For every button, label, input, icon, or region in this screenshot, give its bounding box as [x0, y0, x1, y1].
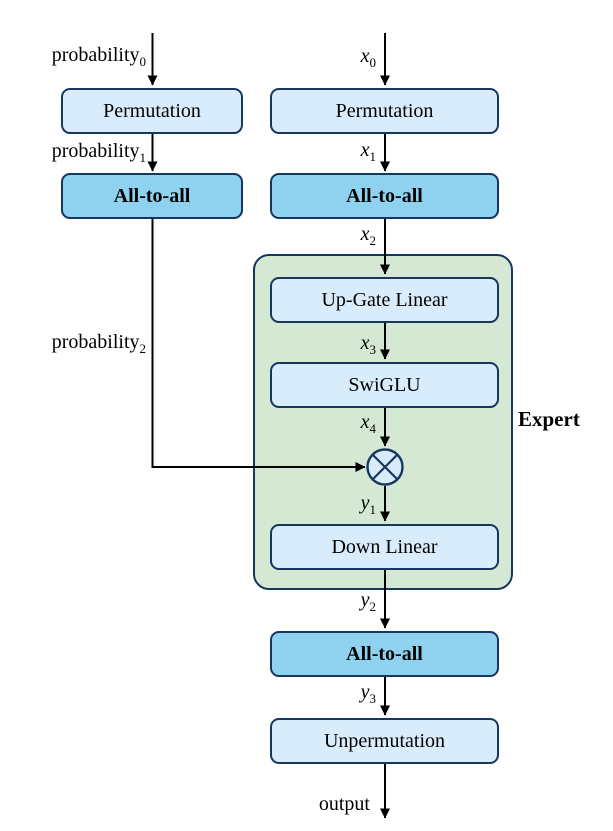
box-permutation-right: Permutation [270, 88, 499, 134]
box-unpermutation-label: Unpermutation [323, 729, 446, 752]
box-alltoall-right-bottom-label: All-to-all [346, 642, 423, 665]
label-y3: y3 [360, 681, 376, 706]
box-permutation-right-label: Permutation [335, 99, 434, 122]
box-alltoall-right-bottom: All-to-all [270, 631, 499, 677]
box-alltoall-right-top: All-to-all [270, 173, 499, 219]
box-down-linear: Down Linear [270, 524, 499, 570]
box-up-gate-linear: Up-Gate Linear [270, 277, 499, 323]
label-probability0: probability0 [51, 44, 146, 69]
box-alltoall-right-top-label: All-to-all [346, 184, 423, 207]
label-probability1: probability1 [51, 140, 146, 165]
expert-label: Expert [518, 407, 580, 431]
box-swiglu-label: SwiGLU [348, 373, 421, 396]
box-up-gate-linear-label: Up-Gate Linear [321, 288, 448, 311]
label-x0: x0 [360, 45, 376, 70]
label-x1: x1 [360, 139, 376, 164]
box-swiglu: SwiGLU [270, 362, 499, 408]
label-y1: y1 [360, 492, 376, 517]
box-alltoall-left: All-to-all [61, 173, 243, 219]
box-permutation-left: Permutation [61, 88, 243, 134]
box-permutation-left-label: Permutation [103, 99, 201, 122]
box-down-linear-label: Down Linear [331, 535, 438, 558]
label-probability2: probability2 [51, 331, 146, 356]
label-y2: y2 [360, 589, 376, 614]
label-x2: x2 [360, 223, 376, 248]
label-x4: x4 [360, 411, 376, 436]
box-alltoall-left-label: All-to-all [113, 184, 191, 207]
label-output: output [318, 793, 370, 815]
box-unpermutation: Unpermutation [270, 718, 499, 764]
label-x3: x3 [360, 332, 376, 357]
